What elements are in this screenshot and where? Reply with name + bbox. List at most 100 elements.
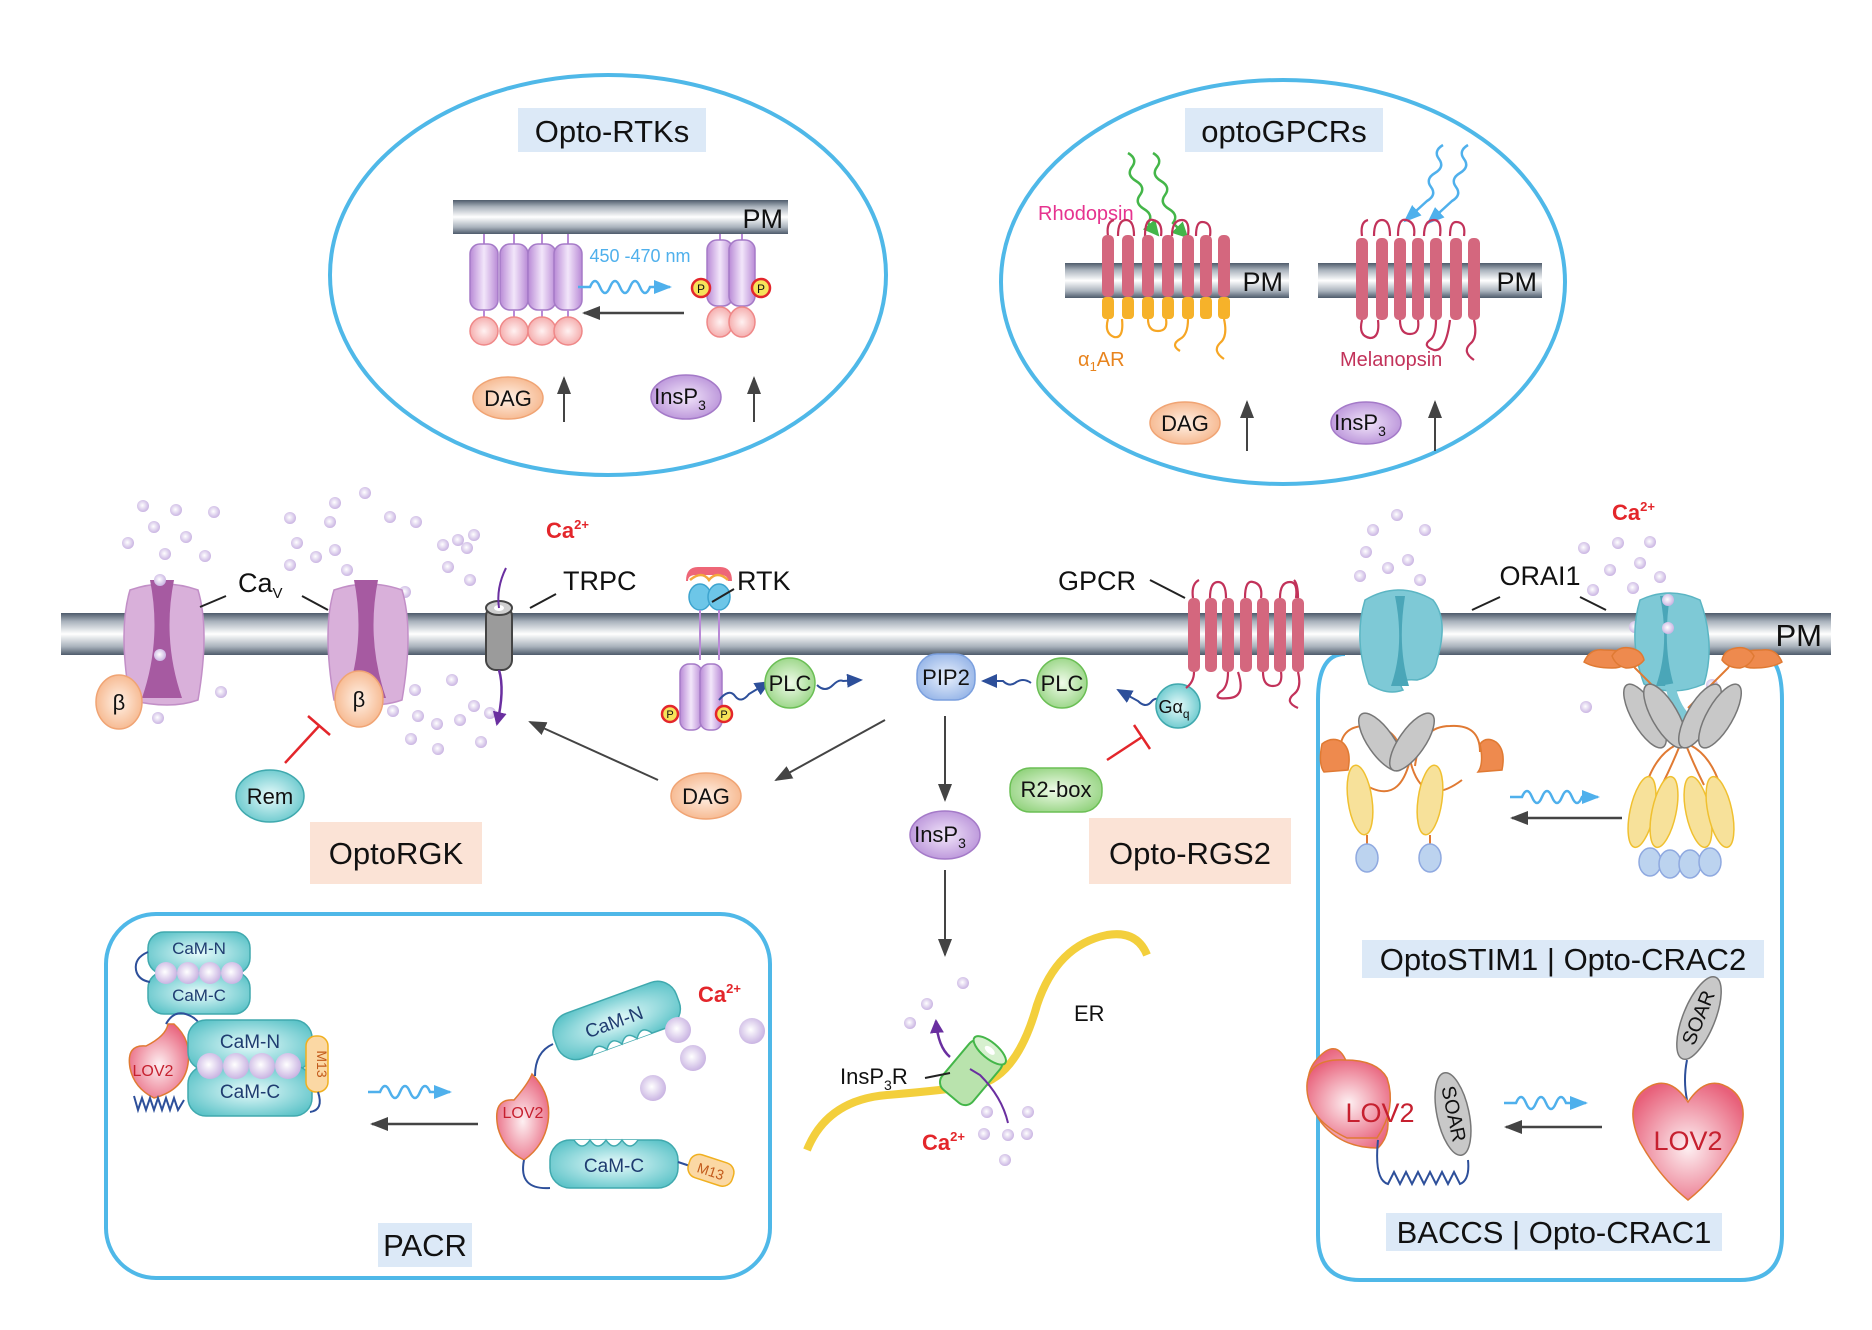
gpcr-label: GPCR [1058, 566, 1136, 596]
optorgs2-tag: Opto-RGS2 [1109, 836, 1271, 871]
svg-text:M13: M13 [314, 1050, 330, 1077]
r2-box-label: R2-box [1021, 777, 1092, 802]
inhibition-bar [1132, 724, 1152, 750]
cam-legend: CaM-N CaM-C [134, 931, 251, 1015]
pip2-molecule [916, 653, 976, 701]
insp3r-label: InsP3R [840, 1064, 908, 1093]
light-arrow-icon [1510, 789, 1600, 805]
activation-arrow-icon [718, 680, 771, 701]
calcium-label: Ca2+ [922, 1129, 965, 1155]
panel-title-baccs: BACCS | Opto-CRAC1 [1397, 1215, 1712, 1250]
main-plasma-membrane [61, 613, 1831, 655]
arrow-to-trpc-icon [528, 721, 659, 781]
leader-line [1579, 596, 1607, 611]
dag-molecule [670, 772, 742, 820]
svg-text:P: P [697, 282, 705, 296]
calcium-ions [904, 977, 1034, 1166]
insp3-label: InsP3 [914, 822, 966, 851]
title-highlight [518, 108, 706, 152]
dag-label: DAG [1161, 411, 1209, 436]
dag-molecule [1149, 401, 1221, 445]
baccs-dark-state: LOV2 SOAR [1306, 1048, 1472, 1187]
baccs-lit-state: SOAR LOV2 [1632, 976, 1744, 1201]
arrow-to-dag-icon [774, 719, 886, 781]
membrane-label: PM [1497, 267, 1538, 297]
activation-arrow-icon [981, 674, 1032, 688]
panel-opto-gpcrs: optoGPCRs Rhodopsin PM PM [999, 78, 1567, 486]
svg-text:LOV2: LOV2 [503, 1105, 544, 1122]
svg-text:CaM-N: CaM-N [172, 939, 226, 958]
panel-opto-rtks: Opto-RTKs PM [328, 73, 888, 477]
blue-light-icon [1403, 143, 1444, 223]
plc-label: PLC [1041, 671, 1084, 696]
tag-highlight [1089, 818, 1291, 884]
plc-enzyme [1036, 657, 1088, 709]
beta-subunit [95, 674, 143, 730]
galpha-q [1155, 683, 1201, 729]
inhibition-line [284, 724, 321, 764]
pip2-label: PIP2 [922, 665, 970, 690]
svg-text:CaM-C: CaM-C [172, 986, 226, 1005]
dag-label: DAG [484, 386, 532, 411]
rem-label: Rem [247, 784, 293, 809]
r2-box [1009, 767, 1103, 813]
optostim1-active [1583, 646, 1783, 879]
panel-border [104, 912, 772, 1280]
panel-title-optostim1: OptoSTIM1 | Opto-CRAC2 [1380, 942, 1746, 977]
plc-label: PLC [769, 671, 812, 696]
leader-line [1149, 579, 1186, 599]
insp3-molecule [650, 374, 722, 420]
calcium-label: Ca2+ [546, 517, 589, 543]
panel-border [328, 73, 888, 477]
inhibition-line [1106, 735, 1143, 762]
svg-text:P: P [757, 282, 765, 296]
tag-highlight [310, 822, 482, 884]
svg-text:P: P [666, 709, 673, 721]
trpc-channel [485, 567, 513, 726]
leader-line [711, 588, 735, 603]
lov2-label: LOV2 [1345, 1098, 1414, 1128]
membrane-label: PM [1243, 267, 1284, 297]
panel-title-pacr: PACR [383, 1228, 467, 1263]
plasma-membrane [453, 200, 788, 234]
pacr-lit-state: LOV2 CaM-N CaM-C M13 [496, 980, 765, 1190]
plc-enzyme [764, 657, 816, 709]
rhodopsin-a1ar-chimera [1102, 218, 1230, 360]
title-highlight [1362, 940, 1764, 978]
rhodopsin-label: Rhodopsin [1038, 203, 1134, 225]
insp3-label: InsP3 [654, 384, 706, 413]
optostim1-resting [1319, 712, 1504, 873]
insp3-receptor [929, 1019, 1009, 1124]
lov2-label: LOV2 [1653, 1126, 1722, 1156]
title-highlight [378, 1223, 472, 1267]
beta-label: β [113, 690, 126, 715]
beta-label: β [353, 687, 366, 712]
blue-light-icon [1426, 143, 1469, 225]
er-membrane [803, 930, 1151, 1152]
cav-channel [123, 574, 205, 706]
green-light-icon [1152, 151, 1189, 239]
light-arrow-icon [368, 1084, 452, 1100]
panel-pacr: CaM-N CaM-C LOV2 CaM-N CaM-C M13 LOV2 [104, 912, 772, 1280]
leader-line [529, 593, 557, 609]
green-light-icon [1127, 151, 1160, 237]
calcium-label: Ca2+ [698, 981, 741, 1007]
panel-title: optoGPCRs [1201, 114, 1366, 149]
inhibition-bar [307, 715, 331, 736]
alpha1ar-label: α1AR [1078, 349, 1125, 374]
light-arrow-icon [578, 279, 672, 295]
beta-subunit [334, 670, 384, 728]
optorgk-tag: OptoRGK [329, 836, 464, 871]
gpcr-receptor [1185, 579, 1304, 710]
panel-border-optostim [1316, 652, 1784, 1282]
phospho-icon [714, 704, 734, 724]
leader-line [199, 595, 227, 608]
dag-label: DAG [682, 784, 730, 809]
membrane-label: PM [743, 204, 784, 234]
panel-title: Opto-RTKs [535, 114, 689, 149]
membrane-label: PM [1776, 618, 1823, 653]
insp3-molecule [909, 810, 981, 860]
svg-text:CaM-N: CaM-N [220, 1032, 280, 1053]
leader-line [1471, 596, 1501, 611]
